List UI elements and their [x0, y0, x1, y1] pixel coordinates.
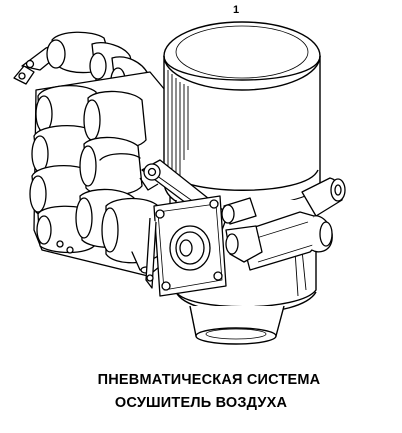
mounting-flange: [139, 159, 229, 297]
caption-system-title: ПНЕВМАТИЧЕСКАЯ СИСТЕМА: [97, 372, 321, 388]
side-fittings: [221, 177, 346, 271]
caption-part-title: ОСУШИТЕЛЬ ВОЗДУХА: [114, 395, 288, 411]
part-callout-number: 1: [233, 4, 240, 16]
valve-block: [13, 31, 171, 277]
